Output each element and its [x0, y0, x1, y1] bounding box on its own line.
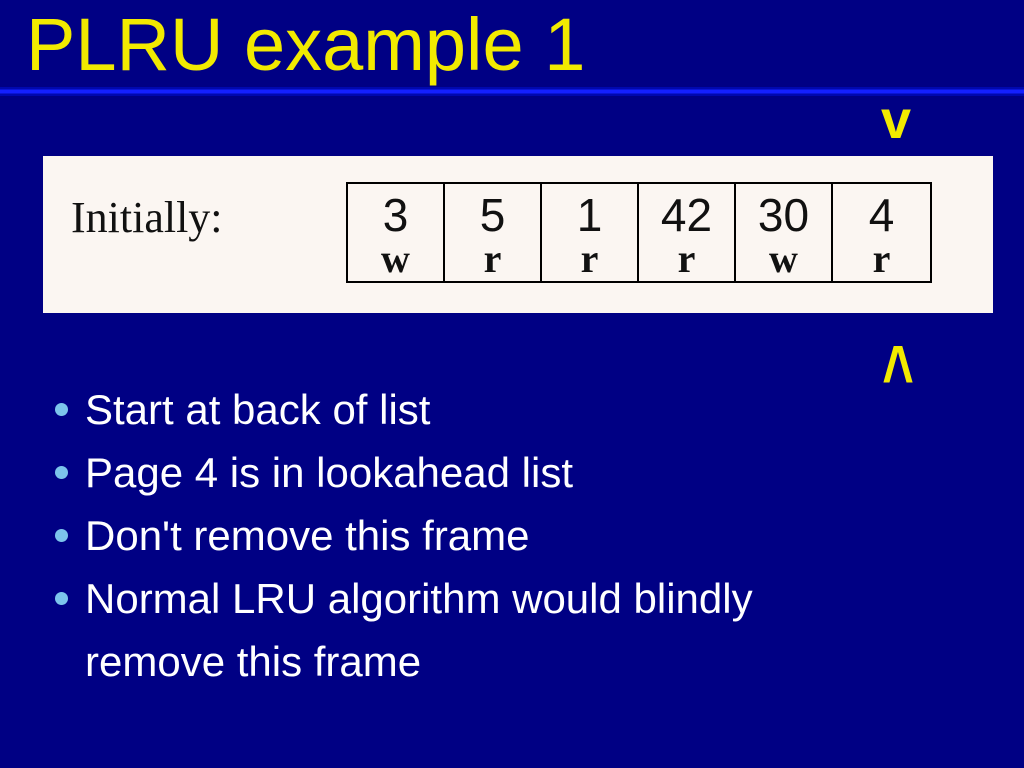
frame-page-number: 1 [576, 189, 603, 241]
pointer-down-glyph: v [880, 90, 912, 150]
frame-page-number: 5 [479, 189, 506, 241]
frame-cell: 4 r [833, 184, 930, 281]
frame-table: 3 w 5 r 1 r 42 r 30 w 4 r [346, 182, 932, 283]
initially-label: Initially: [71, 193, 223, 242]
frame-access-mode: r [483, 236, 502, 281]
bullet-icon [55, 592, 68, 605]
bullet-text: Page 4 is in lookahead list [85, 449, 573, 496]
title-divider [0, 87, 1024, 96]
frame-cell: 30 w [736, 184, 833, 281]
bullet-icon [55, 466, 68, 479]
frame-cell: 5 r [445, 184, 542, 281]
frame-cell: 1 r [542, 184, 639, 281]
bullet-item: Normal LRU algorithm would blindly remov… [46, 567, 808, 693]
frame-page-number: 3 [382, 189, 409, 241]
frame-diagram-panel: Initially: 3 w 5 r 1 r 42 r 30 w 4 r [43, 156, 993, 313]
frame-page-number: 30 [757, 189, 810, 241]
bullet-item: Don't remove this frame [46, 504, 808, 567]
frame-access-mode: r [677, 236, 696, 281]
frame-page-number: 42 [660, 189, 713, 241]
frame-access-mode: r [580, 236, 599, 281]
frame-access-mode: r [872, 236, 891, 281]
frame-access-mode: w [769, 236, 798, 281]
frame-cell: 3 w [348, 184, 445, 281]
frame-cell: 42 r [639, 184, 736, 281]
page-title: PLRU example 1 [26, 3, 586, 86]
bullet-item: Page 4 is in lookahead list [46, 441, 808, 504]
bullet-icon [55, 403, 68, 416]
bullet-text: Normal LRU algorithm would blindly remov… [85, 575, 753, 685]
bullet-text: Start at back of list [85, 386, 431, 433]
frame-access-mode: w [381, 236, 410, 281]
bullet-icon [55, 529, 68, 542]
lookahead-pointer-down-icon: v [868, 93, 924, 147]
bullet-item: Start at back of list [46, 378, 808, 441]
frame-page-number: 4 [868, 189, 895, 241]
lookahead-pointer-up-icon: ^ [870, 320, 926, 418]
pointer-up-glyph: ^ [882, 329, 914, 423]
bullet-list: Start at back of list Page 4 is in looka… [46, 378, 808, 693]
bullet-text: Don't remove this frame [85, 512, 530, 559]
